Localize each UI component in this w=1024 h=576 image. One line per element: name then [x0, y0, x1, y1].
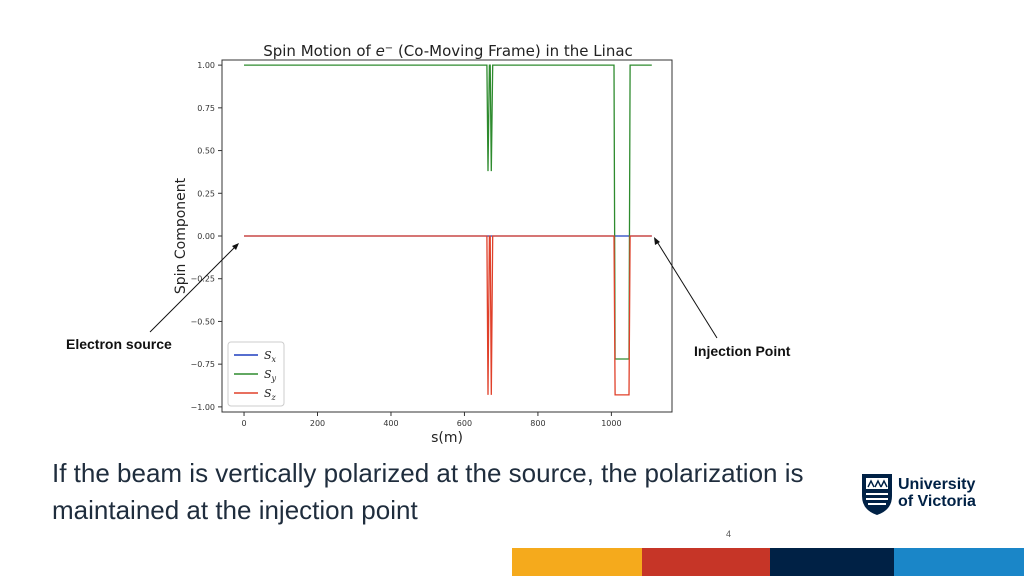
uvic-crest-icon [862, 474, 892, 515]
spin-motion-chart: Spin Motion of e− (Co-Moving Frame) in t… [149, 42, 718, 446]
footer-bar-red [642, 548, 770, 576]
logo-line-1: University [898, 476, 976, 493]
x-tick-label: 600 [457, 419, 472, 428]
x-tick-label: 200 [310, 419, 325, 428]
y-tick-label: 0.25 [197, 189, 215, 198]
x-tick-label: 0 [241, 419, 246, 428]
x-tick-label: 1000 [601, 419, 621, 428]
y-tick-label: −0.75 [190, 360, 215, 369]
electron-source-arrowhead [232, 243, 239, 250]
electron-source-arrow [149, 244, 238, 333]
legend-label-x: Sx [264, 349, 277, 364]
y-axis-label: Spin Component [173, 177, 189, 294]
footer-bar-yellow [512, 548, 642, 576]
slide-caption: If the beam is vertically polarized at t… [52, 458, 804, 525]
y-tick-label: 1.00 [197, 61, 215, 70]
uvic-logo: University of Victoria [860, 470, 980, 518]
injection-point-arrowhead [654, 237, 660, 245]
y-tick-label: −0.50 [190, 317, 215, 326]
y-tick-label: −1.00 [190, 403, 215, 412]
injection-point-label: Injection Point [694, 343, 791, 359]
page-number: 4 [726, 529, 732, 539]
footer-bar-navy [770, 548, 894, 576]
series-line-y [244, 64, 652, 360]
chart-title: Spin Motion of e− (Co-Moving Frame) in t… [263, 42, 633, 60]
footer-bar-blue [894, 548, 1024, 576]
y-tick-label: 0.75 [197, 104, 215, 113]
plot-area: 0 200 400 600 800 1000 1.00 0.75 0.50 0.25 0.00 −0.… [190, 59, 673, 428]
x-tick-label: 800 [530, 419, 545, 428]
logo-line-2: of Victoria [898, 493, 976, 510]
x-tick-label: 400 [383, 419, 398, 428]
legend-label-y: Sy [264, 368, 277, 383]
legend-label-z: Sz [264, 387, 277, 402]
x-axis-label: s(m) [431, 430, 463, 446]
y-tick-label: 0.00 [197, 232, 215, 241]
electron-source-label: Electron source [66, 336, 172, 352]
injection-point-arrow [655, 239, 718, 339]
y-tick-label: 0.50 [197, 147, 215, 156]
series-line-z [244, 235, 652, 396]
